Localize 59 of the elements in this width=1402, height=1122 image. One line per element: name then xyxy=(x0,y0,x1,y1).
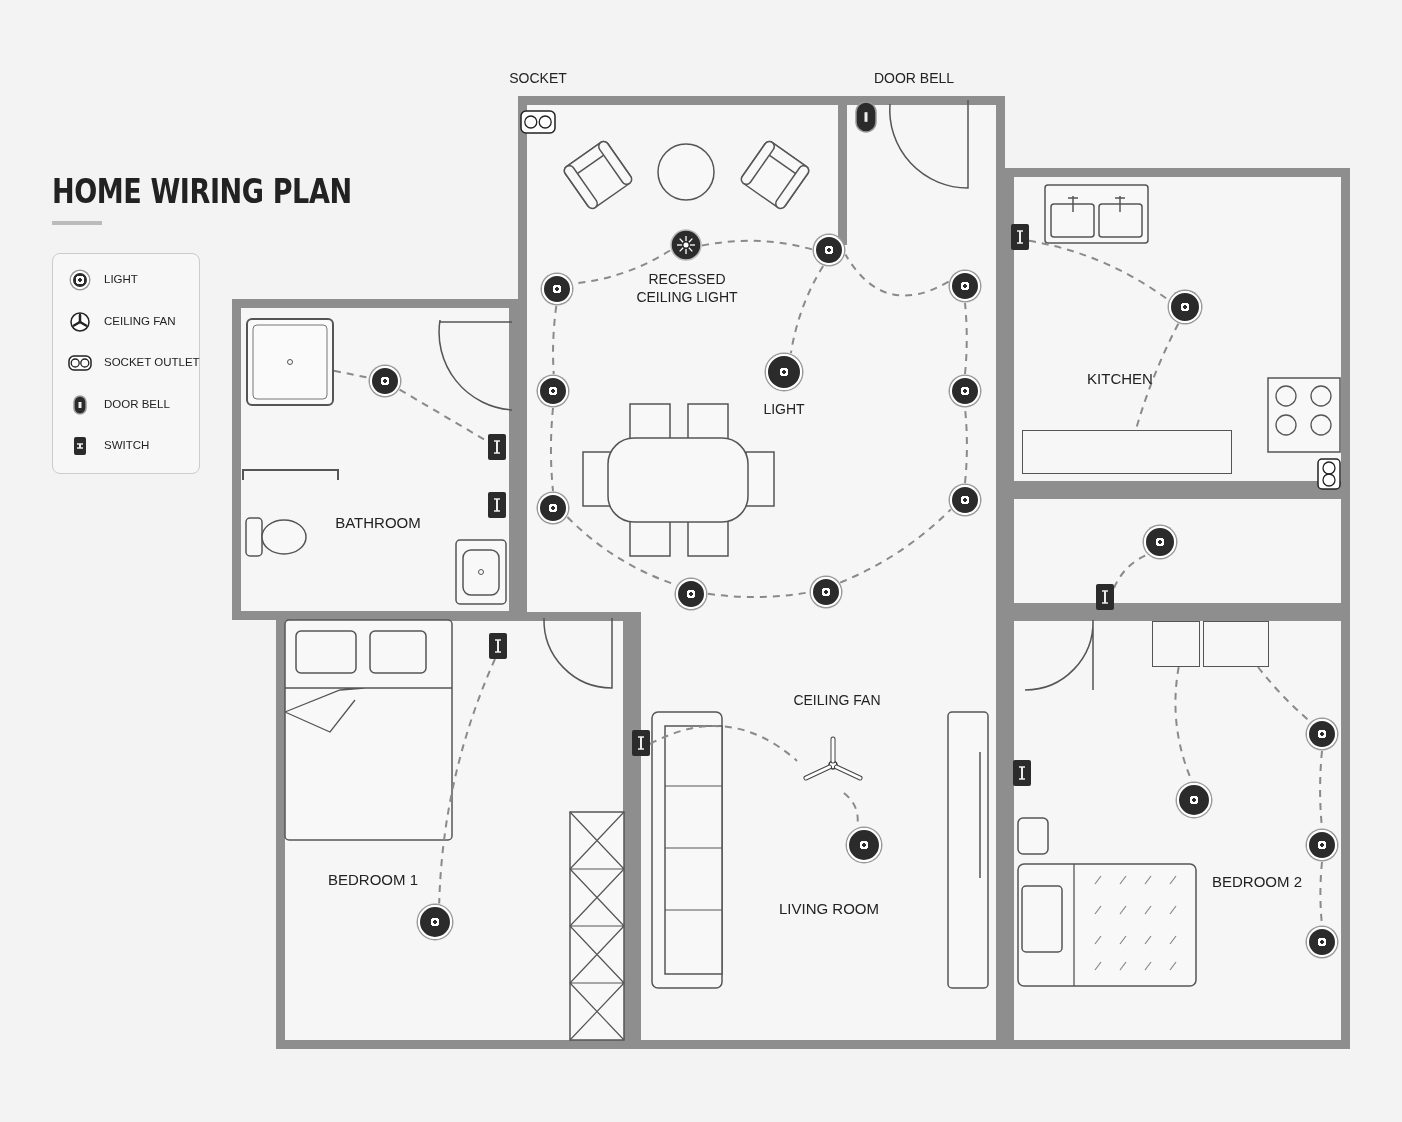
shower-tray-drawing xyxy=(246,318,334,406)
switch-icon xyxy=(489,633,507,659)
ceiling-light-icon xyxy=(418,905,452,939)
room-label: BATHROOM xyxy=(335,514,421,531)
legend-label: CEILING FAN xyxy=(104,314,176,327)
room-label: LIVING ROOM xyxy=(779,900,879,917)
ceiling-light-icon xyxy=(542,274,572,304)
room-label: BEDROOM 2 xyxy=(1212,873,1302,890)
legend-label: DOOR BELL xyxy=(104,397,170,410)
ceiling-light-icon xyxy=(950,271,980,301)
wiring-line xyxy=(844,253,950,297)
legend-label: SWITCH xyxy=(104,439,150,451)
wiring-line xyxy=(552,305,558,375)
ceiling-light-icon xyxy=(950,485,980,515)
wiring-line xyxy=(839,508,952,584)
callout-label: RECESSED CEILING LIGHT xyxy=(635,270,739,306)
wiring-line xyxy=(964,302,968,375)
legend-label: SOCKET OUTLET xyxy=(104,356,200,368)
callout-label: DOOR BELL xyxy=(872,70,956,86)
ceiling-light-icon xyxy=(1307,927,1337,957)
room-label: KITCHEN xyxy=(1087,370,1153,387)
ceiling-light-icon xyxy=(766,354,802,390)
callout-label: LIGHT xyxy=(762,401,806,417)
door-bell-icon xyxy=(855,101,877,133)
wiring-line xyxy=(549,407,554,492)
ceiling-light-icon xyxy=(811,577,841,607)
ceiling-light-icon xyxy=(538,493,568,523)
ceiling-light-icon xyxy=(1177,783,1211,817)
wall-cabinet-drawing xyxy=(1203,621,1269,667)
page-title: HOME WIRING PLAN xyxy=(52,172,352,211)
ceiling-light-icon xyxy=(1307,830,1337,860)
wiring-line xyxy=(701,239,813,251)
ceiling-light-icon xyxy=(538,376,568,406)
callout-label: CEILING FAN xyxy=(792,692,882,708)
switch-icon xyxy=(488,434,506,460)
recessed-light-icon xyxy=(670,229,702,261)
socket-outlet-icon xyxy=(520,110,556,134)
ceiling-light-icon xyxy=(1307,719,1337,749)
switch-icon xyxy=(1096,584,1114,610)
kitchen-counter-drawing xyxy=(1022,430,1232,474)
callout-label: SOCKET xyxy=(508,70,568,86)
room-label: BEDROOM 1 xyxy=(328,871,418,888)
ceiling-light-icon xyxy=(676,579,706,609)
wiring-line xyxy=(1028,239,1170,301)
wiring-line xyxy=(438,658,496,905)
wiring-line xyxy=(333,369,370,379)
ceiling-light-icon xyxy=(814,235,844,265)
ceiling-light-icon xyxy=(950,376,980,406)
wiring-line xyxy=(1113,553,1149,589)
wiring-line xyxy=(789,264,825,355)
room-outline xyxy=(232,299,518,620)
ceiling-light-icon xyxy=(1144,526,1176,558)
wall-cabinet-drawing xyxy=(1152,621,1200,667)
ceiling-light-icon xyxy=(370,366,400,396)
legend-label: LIGHT xyxy=(104,273,138,285)
ceiling-light-icon xyxy=(847,828,881,862)
switch-icon xyxy=(1011,224,1029,250)
switch-icon xyxy=(632,730,650,756)
ceiling-light-icon xyxy=(1169,291,1201,323)
